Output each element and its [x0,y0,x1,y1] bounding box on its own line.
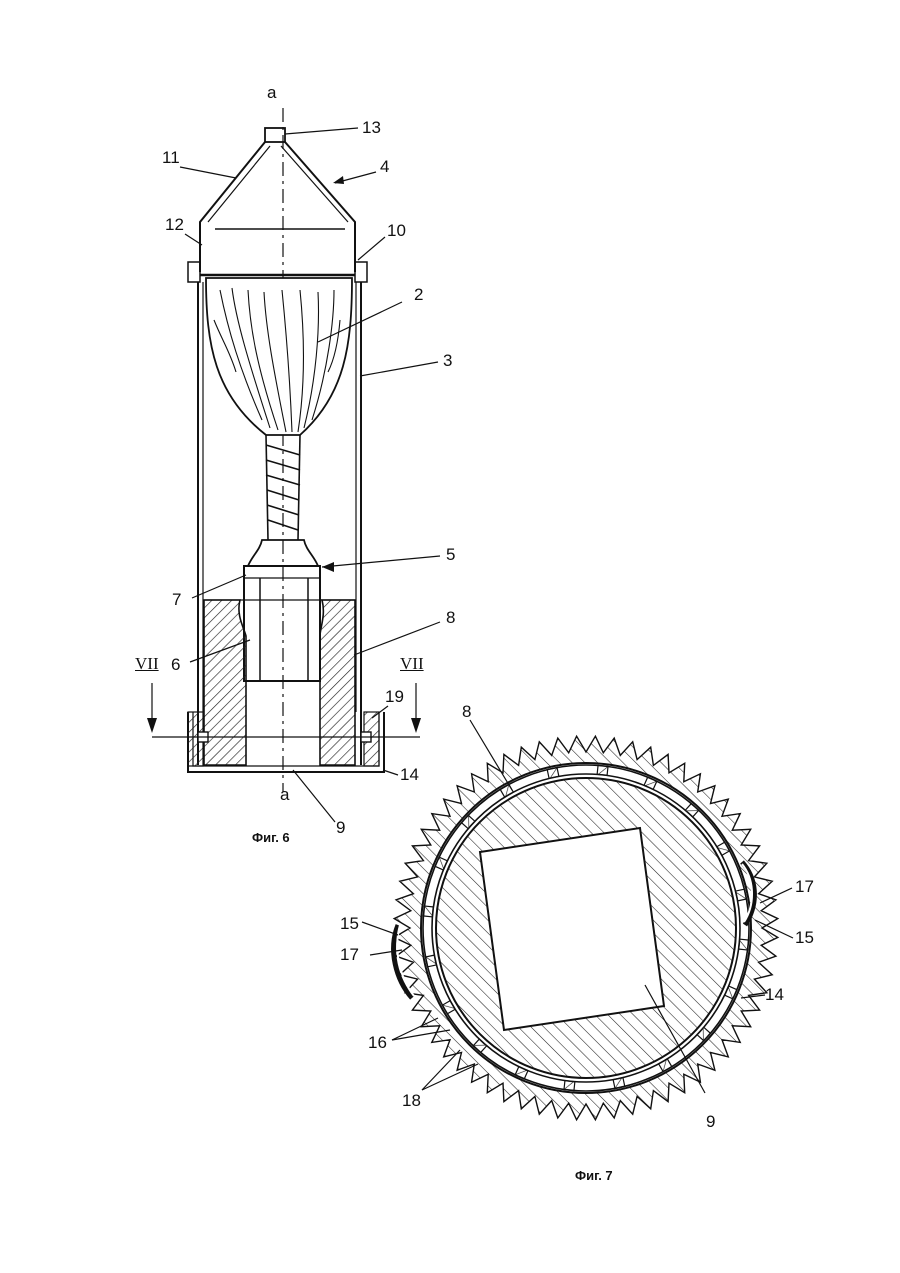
axis-label-bottom: a [280,786,289,803]
axis-label-top: a [267,84,276,101]
label-2: 2 [414,286,423,303]
label-13: 13 [362,119,381,136]
fig7-label-8: 8 [462,703,471,720]
label-12: 12 [165,216,184,233]
base-block-right [320,600,355,765]
fig7-label-16: 16 [368,1034,387,1051]
figure-6-device [147,108,440,822]
sleeve-slot [597,765,608,775]
fig7-label-14: 14 [765,986,784,1003]
fig7-label-17-left: 17 [340,946,359,963]
section-mark-right: VII [400,654,424,674]
fig7-label-9: 9 [706,1113,715,1130]
fig7-label-15-left: 15 [340,915,359,932]
cap-cone [200,142,265,272]
sleeve-slot [736,889,747,901]
base-block-left [204,600,246,765]
figure-6-caption: Фиг. 6 [252,830,290,845]
sleeve-slot [739,939,749,950]
figure-7-caption: Фиг. 7 [575,1168,613,1183]
fig7-label-15-right: 15 [795,929,814,946]
label-19: 19 [385,688,404,705]
section-mark-left: VII [135,654,159,674]
canopy-bundle [206,278,352,435]
square-channel [480,828,664,1030]
label-4: 4 [380,158,389,175]
sleeve-slot [564,1081,575,1091]
sleeve-slot [423,906,433,917]
label-5: 5 [446,546,455,563]
label-14: 14 [400,766,419,783]
label-10: 10 [387,222,406,239]
sleeve-slot [613,1078,625,1089]
fig7-label-17-right: 17 [795,878,814,895]
label-7: 7 [172,591,181,608]
nozzle [265,128,285,142]
figure-7-section [362,720,793,1120]
label-9: 9 [336,819,345,836]
sleeve-slot [547,768,559,779]
label-6: 6 [171,656,180,673]
sleeve-slot [426,955,437,967]
label-3: 3 [443,352,452,369]
label-11: 11 [162,149,180,166]
fig7-label-18: 18 [402,1092,421,1109]
label-8: 8 [446,609,455,626]
